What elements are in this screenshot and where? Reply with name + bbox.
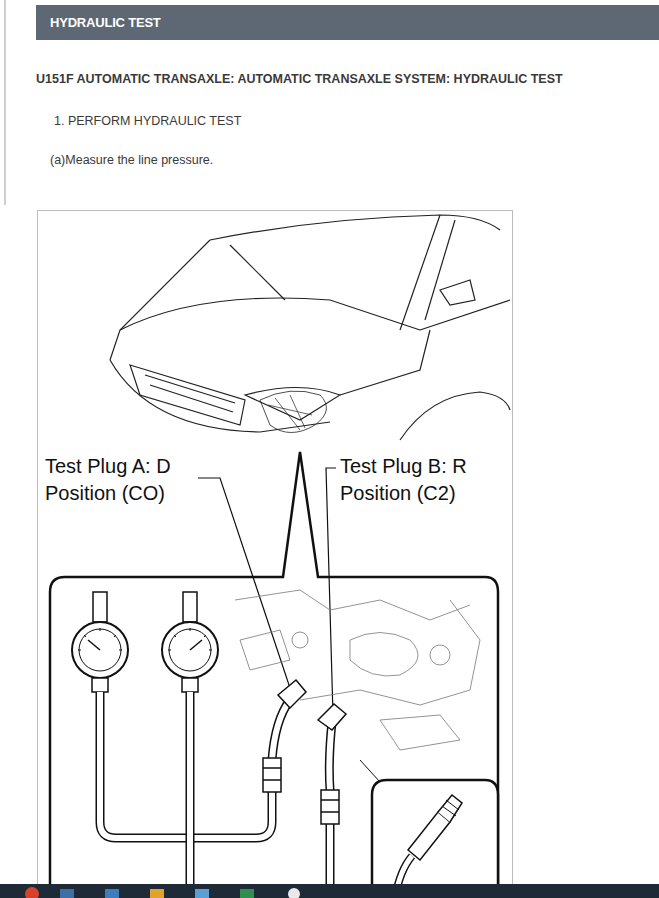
engine-detail	[235, 590, 480, 750]
leader-lines	[198, 468, 336, 715]
page-edge-line	[4, 0, 6, 205]
pressure-gauge	[162, 592, 218, 692]
header-bar	[36, 5, 659, 40]
callout-label: Test Plug A: D Position (CO)	[45, 453, 195, 507]
callout-label: Test Plug B: R Position (C2)	[340, 453, 505, 507]
hose-couplings	[263, 680, 346, 824]
step-text: 1. PERFORM HYDRAULIC TEST	[54, 113, 454, 129]
header-title: HYDRAULIC TEST	[50, 15, 161, 31]
section-heading: U151F AUTOMATIC TRANSAXLE: AUTOMATIC TRA…	[36, 71, 646, 87]
step-text: (a)Measure the line pressure.	[50, 152, 450, 168]
fitting-detail	[360, 760, 498, 898]
inset-frame	[50, 452, 498, 898]
pressure-gauge	[72, 592, 128, 692]
gauge-hoses	[100, 692, 332, 898]
taskbar	[0, 884, 659, 898]
figure-frame	[38, 211, 513, 898]
car-outline	[110, 215, 510, 440]
